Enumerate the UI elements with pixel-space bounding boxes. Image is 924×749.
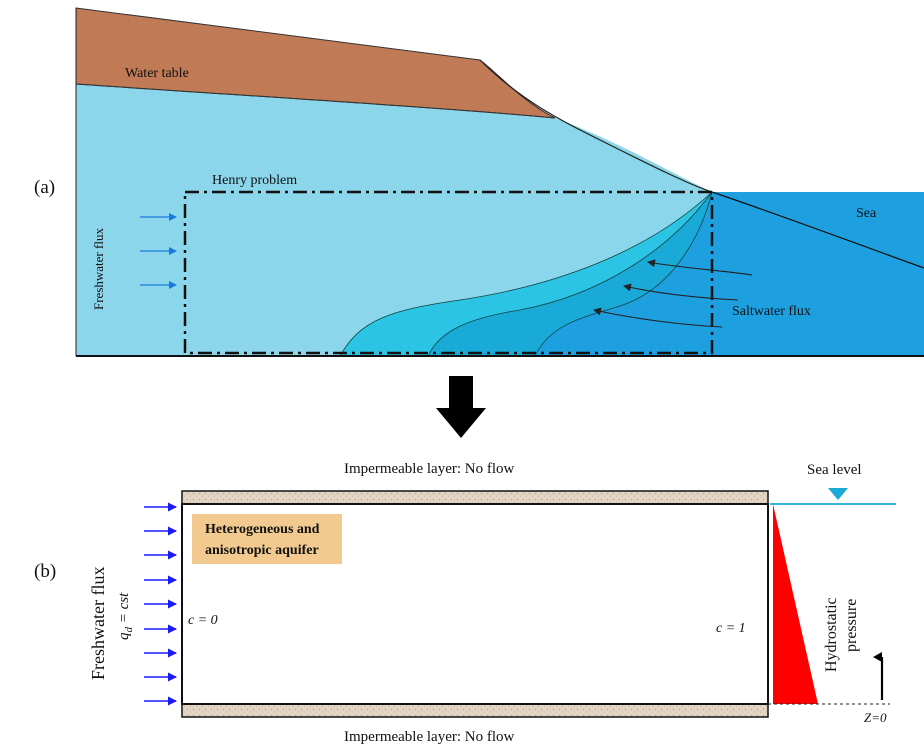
saltwater-arrow — [647, 259, 753, 276]
top-impermeable-layer — [181, 490, 769, 505]
qd-rest: = cst — [116, 592, 132, 627]
hydrostatic-label-line1: Hydrostatic — [823, 597, 840, 672]
sea-area — [712, 192, 924, 356]
aquifer-label-line2: anisotropic aquifer — [205, 543, 319, 558]
sea-label: Sea — [856, 206, 877, 221]
wedge-outline-2 — [427, 191, 713, 357]
qd-symbol: q — [116, 632, 132, 640]
henry-problem-box — [183, 190, 714, 355]
saltwater-flux-label: Saltwater flux — [732, 304, 811, 319]
freshwater-flux-label-a: Freshwater flux — [91, 228, 106, 310]
top-layer-label: Impermeable layer: No flow — [344, 461, 515, 477]
panel-a-label: (a) — [34, 177, 55, 198]
aquifer-domain — [181, 503, 769, 705]
z0-label: Z=0 — [864, 710, 887, 725]
wedge-outline-3 — [534, 191, 713, 357]
wedge-outline-1 — [339, 191, 713, 357]
bottom-impermeable-layer — [181, 703, 769, 718]
saltwater-wedge — [535, 192, 712, 356]
aquifer-label-box — [192, 514, 342, 564]
henry-problem-label: Henry problem — [212, 173, 297, 188]
qd-subscript: d — [123, 627, 135, 633]
qd-label: qd = cst — [116, 592, 135, 640]
sea-floor-line — [711, 191, 924, 269]
panel-a: (a) Water table Henry problem Sea Saltwa… — [34, 7, 924, 357]
c-right-label: c = 1 — [716, 621, 746, 636]
freshwater-flux-label-b: Freshwater flux — [88, 567, 108, 680]
ground-surface — [479, 59, 713, 193]
water-table-label: Water table — [125, 66, 189, 81]
hydrostatic-label-line2: pressure — [843, 599, 860, 652]
panel-b: Heterogeneous and anisotropic aquifer (b… — [34, 461, 896, 745]
transition-arrow — [436, 376, 486, 438]
water-table-line — [75, 83, 556, 119]
aquifer-label-line1: Heterogeneous and — [205, 522, 320, 537]
sea-level-marker — [828, 488, 848, 500]
panel-b-label: (b) — [34, 561, 56, 582]
hydrostatic-pressure-triangle — [773, 504, 818, 704]
sea-level-label: Sea level — [807, 462, 862, 478]
saltwater-arrow — [593, 307, 723, 328]
c-left-label: c = 0 — [188, 613, 218, 628]
bottom-layer-label: Impermeable layer: No flow — [344, 729, 515, 745]
saltwater-arrow — [623, 283, 739, 301]
